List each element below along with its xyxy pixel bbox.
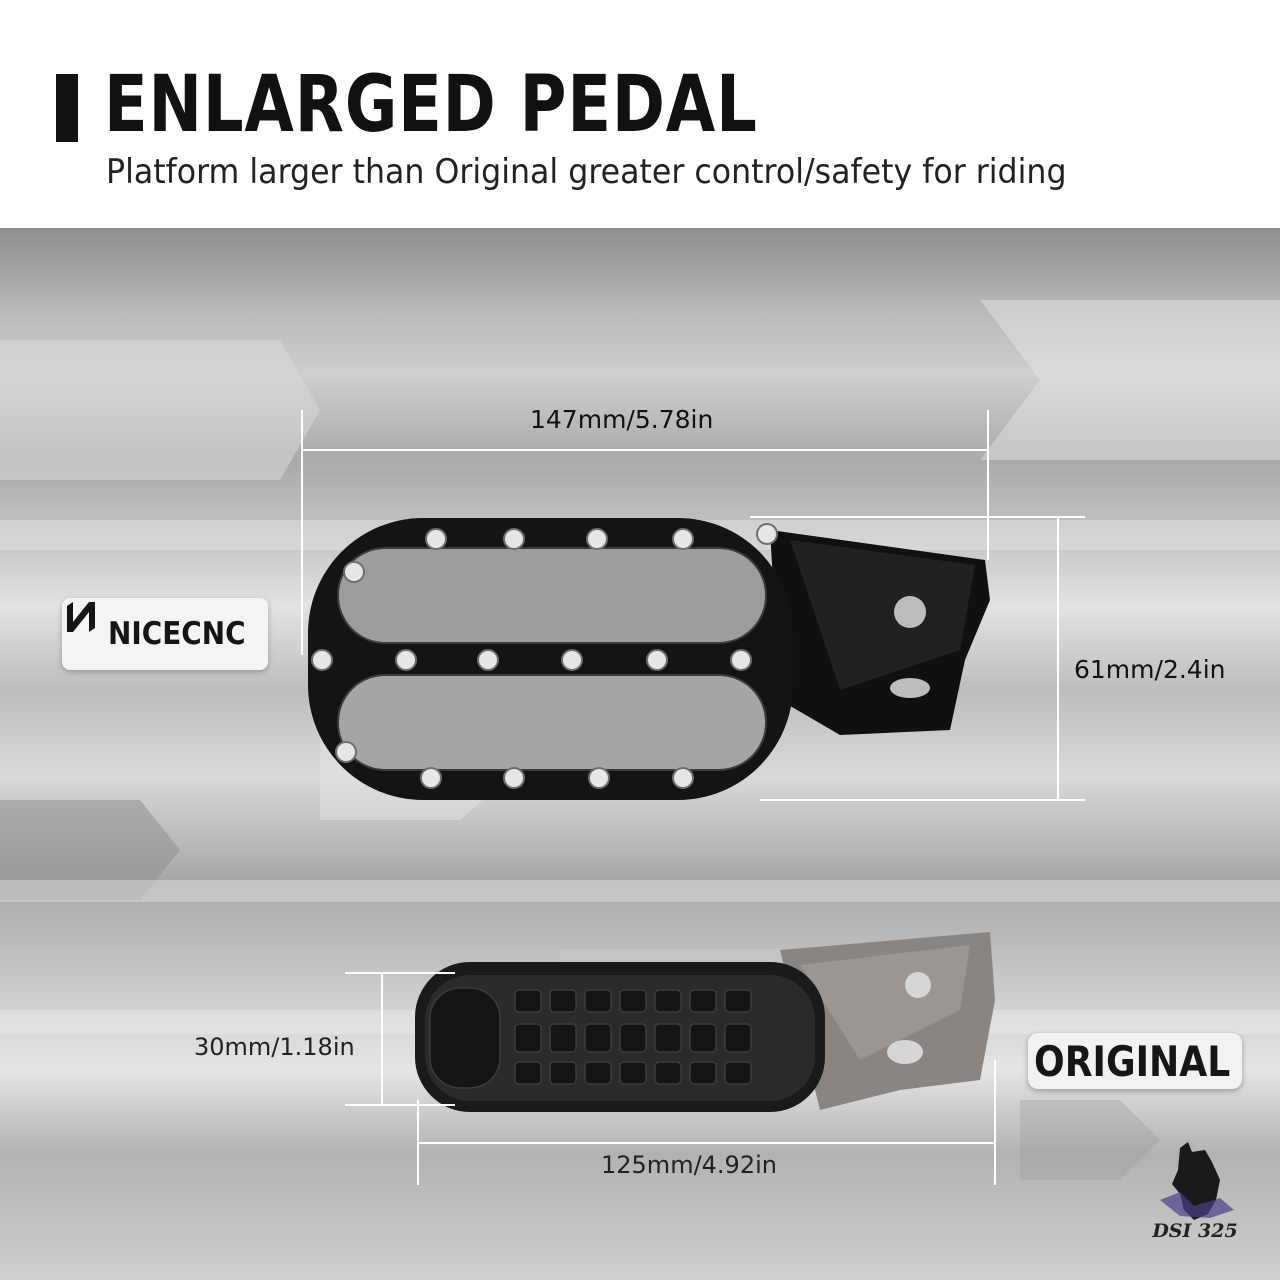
chevron-shape — [980, 300, 1280, 460]
brand-name: NICECNC — [108, 616, 246, 652]
watermark-text: DSI 325 — [1152, 1220, 1238, 1242]
product-stage: 147mm/5.78in 61mm/2.4in 30mm/1.18in 125m… — [0, 228, 1280, 1280]
brand-badge: NICECNC — [62, 598, 268, 670]
horse-head-icon — [1160, 1142, 1234, 1220]
chevron-shape — [0, 340, 320, 480]
page-subtitle: Platform larger than Original greater co… — [106, 152, 1067, 192]
title-accent-bar — [56, 74, 78, 142]
original-height-label: 30mm/1.18in — [194, 1033, 355, 1061]
dimension-lines-new — [301, 410, 1085, 801]
background-graphic — [0, 300, 1280, 1185]
nicecnc-logo-icon — [67, 602, 95, 632]
dimension-lines-original — [345, 972, 996, 1185]
enlarged-pedal — [308, 518, 990, 800]
new-width-label: 147mm/5.78in — [530, 405, 714, 434]
page-title: ENLARGED PEDAL — [104, 60, 758, 150]
new-height-label: 61mm/2.4in — [1074, 655, 1226, 684]
original-badge: ORIGINAL — [1028, 1033, 1242, 1089]
original-label: ORIGINAL — [1034, 1037, 1231, 1086]
light-streak — [0, 880, 1280, 902]
original-width-label: 125mm/4.92in — [601, 1151, 777, 1179]
chevron-shape — [1020, 1100, 1160, 1180]
header: ENLARGED PEDAL Platform larger than Orig… — [0, 0, 1280, 228]
pedal-spikes — [311, 523, 778, 789]
chevron-shape — [0, 800, 180, 900]
original-pedal — [415, 932, 995, 1112]
rubber-tread — [429, 987, 752, 1089]
watermark-logo: DSI 325 — [1150, 1140, 1240, 1250]
